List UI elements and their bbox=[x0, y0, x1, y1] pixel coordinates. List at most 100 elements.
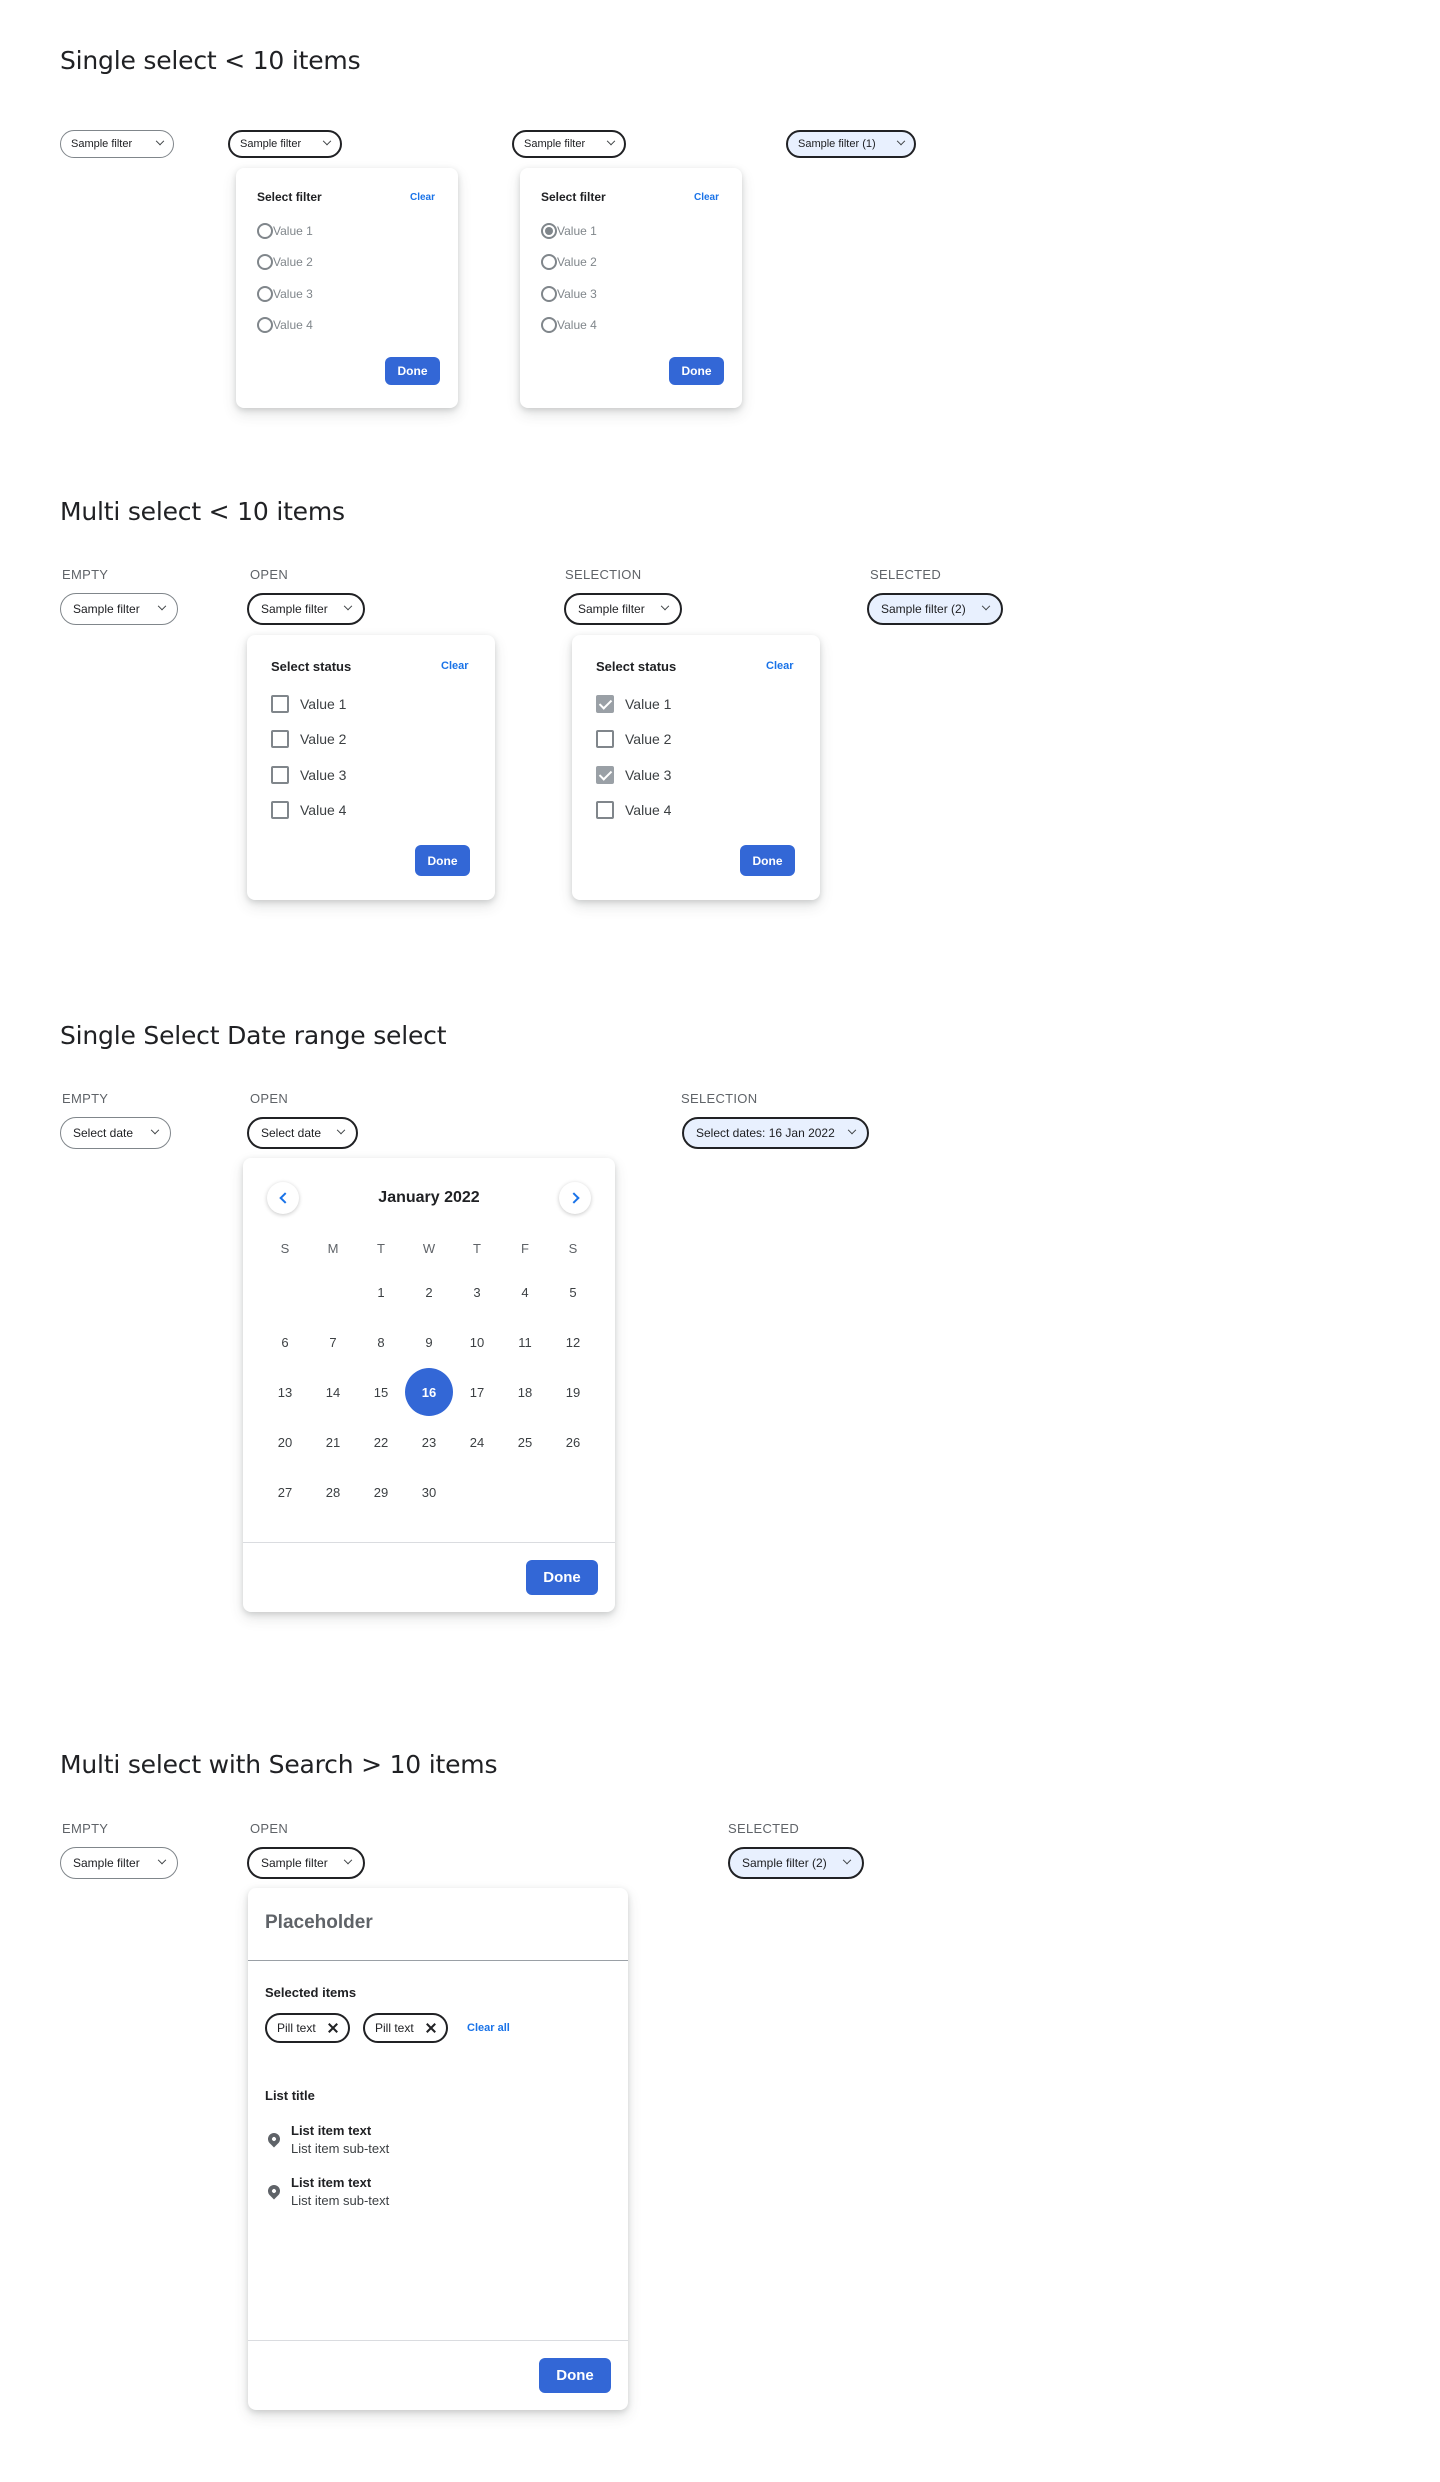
calendar-day[interactable]: 5 bbox=[569, 1284, 577, 1300]
clear-button[interactable]: Clear bbox=[766, 660, 794, 672]
calendar-day[interactable]: 27 bbox=[277, 1484, 293, 1500]
list-item-text[interactable]: List item text bbox=[291, 2123, 372, 2138]
done-button[interactable]: Done bbox=[740, 845, 795, 876]
radio-option[interactable]: Value 3 bbox=[541, 286, 597, 302]
single-chip-selection[interactable]: Sample filter bbox=[512, 130, 626, 158]
multi-dropdown-open: Select status Clear Value 1 Value 2 Valu… bbox=[247, 635, 495, 900]
chevron-down-icon bbox=[606, 136, 616, 146]
calendar-day[interactable]: 17 bbox=[469, 1384, 485, 1400]
multi-chip-empty[interactable]: Sample filter bbox=[60, 593, 178, 625]
clear-all-button[interactable]: Clear all bbox=[467, 2022, 510, 2034]
search-chip-open[interactable]: Sample filter bbox=[247, 1847, 365, 1879]
search-chip-selected[interactable]: Sample filter (2) bbox=[728, 1847, 864, 1879]
search-input[interactable]: Placeholder bbox=[265, 1912, 373, 1933]
calendar-day[interactable]: 14 bbox=[325, 1384, 341, 1400]
calendar-day[interactable]: 28 bbox=[325, 1484, 341, 1500]
next-month-button[interactable] bbox=[559, 1182, 591, 1214]
checkbox-option[interactable]: Value 1 bbox=[271, 695, 346, 713]
multi-chip-selection[interactable]: Sample filter bbox=[564, 593, 682, 625]
chip-label: Select date bbox=[261, 1126, 322, 1140]
close-icon[interactable] bbox=[426, 2023, 436, 2033]
checkbox-option[interactable]: Value 4 bbox=[271, 801, 346, 819]
panel-title: Select filter bbox=[257, 190, 322, 204]
checkbox-option[interactable]: Value 3 bbox=[271, 766, 346, 784]
radio-option[interactable]: Value 4 bbox=[257, 317, 313, 333]
calendar-day[interactable]: 21 bbox=[325, 1434, 341, 1450]
list-item-text[interactable]: List item text bbox=[291, 2175, 372, 2190]
chevron-down-icon bbox=[343, 1855, 353, 1865]
calendar-day-selected[interactable]: 16 bbox=[405, 1368, 453, 1416]
calendar-day[interactable]: 24 bbox=[469, 1434, 485, 1450]
calendar-day[interactable]: 8 bbox=[377, 1334, 385, 1350]
prev-month-button[interactable] bbox=[267, 1182, 299, 1214]
date-chip-selected[interactable]: Select dates: 16 Jan 2022 bbox=[682, 1117, 869, 1149]
clear-button[interactable]: Clear bbox=[694, 192, 720, 203]
clear-button[interactable]: Clear bbox=[441, 660, 469, 672]
selected-pill[interactable]: Pill text bbox=[363, 2013, 448, 2043]
checkbox-option[interactable]: Value 2 bbox=[271, 730, 346, 748]
list-title: List title bbox=[265, 2088, 315, 2103]
done-button[interactable]: Done bbox=[526, 1560, 598, 1595]
calendar-day[interactable]: 15 bbox=[373, 1384, 389, 1400]
state-label-empty: EMPTY bbox=[62, 1821, 109, 1836]
calendar-day[interactable]: 11 bbox=[518, 1334, 532, 1350]
calendar-day[interactable]: 12 bbox=[565, 1334, 581, 1350]
checkbox-option[interactable]: Value 4 bbox=[596, 801, 671, 819]
done-button[interactable]: Done bbox=[415, 845, 470, 876]
calendar-day[interactable]: 19 bbox=[565, 1384, 581, 1400]
calendar-day[interactable]: 7 bbox=[329, 1334, 337, 1350]
pill-label: Pill text bbox=[277, 2021, 316, 2035]
calendar-day[interactable]: 29 bbox=[373, 1484, 389, 1500]
chevron-right-icon bbox=[567, 1192, 580, 1204]
clear-button[interactable]: Clear bbox=[410, 192, 436, 203]
done-button[interactable]: Done bbox=[539, 2358, 611, 2393]
radio-option[interactable]: Value 2 bbox=[541, 254, 597, 270]
selected-pill[interactable]: Pill text bbox=[265, 2013, 350, 2043]
checkbox-option[interactable]: Value 2 bbox=[596, 730, 671, 748]
single-chip-empty[interactable]: Sample filter bbox=[60, 130, 174, 158]
radio-option[interactable]: Value 4 bbox=[541, 317, 597, 333]
calendar-day[interactable]: 10 bbox=[469, 1334, 485, 1350]
section-title-date-range: Single Select Date range select bbox=[60, 1021, 447, 1050]
calendar-day[interactable]: 22 bbox=[373, 1434, 389, 1450]
calendar-day[interactable]: 1 bbox=[377, 1284, 385, 1300]
chip-label: Sample filter bbox=[524, 138, 586, 150]
date-chip-empty[interactable]: Select date bbox=[60, 1117, 171, 1149]
calendar-day[interactable]: 9 bbox=[425, 1334, 433, 1350]
chevron-down-icon bbox=[157, 1855, 167, 1865]
done-button[interactable]: Done bbox=[385, 357, 440, 385]
option-label: Value 2 bbox=[625, 731, 672, 747]
chip-label: Sample filter bbox=[71, 138, 133, 150]
date-chip-open[interactable]: Select date bbox=[247, 1117, 358, 1149]
radio-option-selected[interactable]: Value 1 bbox=[541, 223, 597, 239]
calendar-day[interactable]: 20 bbox=[277, 1434, 293, 1450]
single-chip-selected[interactable]: Sample filter (1) bbox=[786, 130, 916, 158]
multi-chip-open[interactable]: Sample filter bbox=[247, 593, 365, 625]
single-chip-open[interactable]: Sample filter bbox=[228, 130, 342, 158]
search-chip-empty[interactable]: Sample filter bbox=[60, 1847, 178, 1879]
calendar-day[interactable]: 3 bbox=[473, 1284, 481, 1300]
calendar-day[interactable]: 26 bbox=[565, 1434, 581, 1450]
close-icon[interactable] bbox=[328, 2023, 338, 2033]
calendar-day[interactable]: 30 bbox=[421, 1484, 437, 1500]
option-label: Value 3 bbox=[300, 767, 347, 783]
calendar-day[interactable]: 23 bbox=[421, 1434, 437, 1450]
chevron-down-icon bbox=[896, 136, 906, 146]
checkbox-icon bbox=[596, 801, 614, 819]
multi-chip-selected[interactable]: Sample filter (2) bbox=[867, 593, 1003, 625]
calendar-day[interactable]: 4 bbox=[521, 1284, 529, 1300]
chevron-down-icon bbox=[150, 1125, 160, 1135]
radio-icon bbox=[541, 286, 557, 302]
checkbox-option-checked[interactable]: Value 1 bbox=[596, 695, 671, 713]
calendar-day[interactable]: 13 bbox=[277, 1384, 293, 1400]
state-label-selection: SELECTION bbox=[681, 1091, 758, 1106]
radio-option[interactable]: Value 3 bbox=[257, 286, 313, 302]
checkbox-option-checked[interactable]: Value 3 bbox=[596, 766, 671, 784]
calendar-day[interactable]: 6 bbox=[281, 1334, 289, 1350]
calendar-day[interactable]: 18 bbox=[517, 1384, 533, 1400]
calendar-day[interactable]: 25 bbox=[517, 1434, 533, 1450]
radio-option[interactable]: Value 1 bbox=[257, 223, 313, 239]
calendar-day[interactable]: 2 bbox=[425, 1284, 433, 1300]
radio-option[interactable]: Value 2 bbox=[257, 254, 313, 270]
done-button[interactable]: Done bbox=[669, 357, 724, 385]
